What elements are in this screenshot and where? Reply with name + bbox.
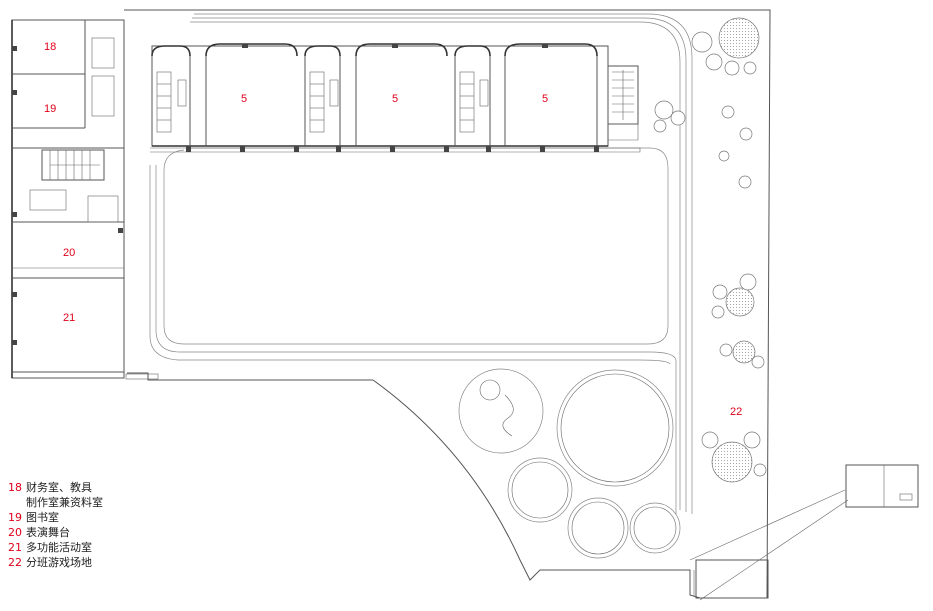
classroom-number-a: 5 [241,93,247,105]
room-number-22: 22 [730,406,742,418]
legend-label: 表演舞台 [26,526,70,539]
circular-play-areas [458,368,681,559]
legend-label: 图书室 [26,511,59,524]
legend-number: 22 [8,556,22,569]
room-number-20: 20 [63,247,75,259]
legend-item-22: 22 分班游戏场地 [8,555,103,570]
legend-number: 21 [8,541,22,554]
legend-number: 20 [8,526,22,539]
classroom-block [150,43,641,153]
room-number-19: 19 [44,103,56,115]
legend-item-19: 19 图书室 [8,510,103,525]
legend-label: 分班游戏场地 [26,556,92,569]
legend: 18 财务室、教具 制作室兼资料室 19 图书室 20 表演舞台 21 多功能活… [8,480,103,570]
legend-number: 18 [8,481,22,494]
legend-item-18: 18 财务室、教具 [8,480,103,495]
legend-item-18-continued: 制作室兼资料室 [8,495,103,510]
site-boundary [124,9,849,601]
legend-label: 财务室、教具 [26,481,92,494]
classroom-number-b: 5 [392,93,398,105]
running-track [149,13,693,514]
legend-label: 制作室兼资料室 [26,496,103,509]
room-number-21: 21 [63,312,75,324]
legend-item-20: 20 表演舞台 [8,525,103,540]
legend-label: 多功能活动室 [26,541,92,554]
outbuilding [695,464,919,599]
west-wing [11,19,159,380]
trees [653,17,767,483]
legend-number: 19 [8,511,22,524]
room-number-18: 18 [44,41,56,53]
classroom-number-c: 5 [542,93,548,105]
legend-item-21: 21 多功能活动室 [8,540,103,555]
